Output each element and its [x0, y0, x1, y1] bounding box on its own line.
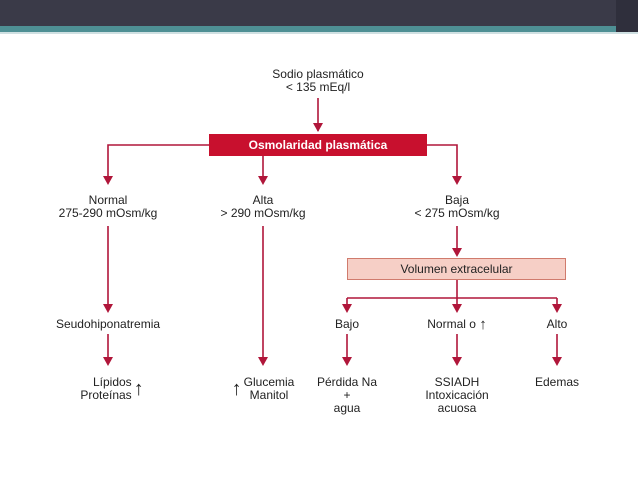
- node-ssiadh-line2: Intoxicación: [425, 388, 489, 402]
- node-sodio: Sodio plasmático < 135 mEq/l: [238, 68, 398, 94]
- arrowhead: [103, 176, 113, 185]
- node-lipidos-line1: Lípidos: [92, 375, 132, 389]
- arrowhead: [452, 248, 462, 257]
- header-band-teal: [0, 26, 638, 32]
- node-perdida-line3: agua: [333, 401, 361, 415]
- node-perdida-line2: +: [343, 388, 351, 402]
- node-seudo-label: Seudohiponatremia: [55, 317, 161, 331]
- arrow-osm-baja: [427, 144, 458, 183]
- arrowhead: [313, 123, 323, 132]
- node-normal-o: Normal o ↑: [407, 316, 507, 333]
- node-edemas-label: Edemas: [534, 375, 580, 389]
- node-osmolaridad-label: Osmolaridad plasmática: [248, 138, 388, 152]
- node-perdida-line1: Pérdida Na: [316, 375, 378, 389]
- node-lipidos: Lípidos Proteínas ↑: [72, 376, 152, 402]
- node-osmolaridad: Osmolaridad plasmática: [209, 134, 427, 156]
- node-bajo-label: Bajo: [334, 317, 360, 331]
- node-edemas: Edemas: [517, 376, 597, 389]
- arrowhead: [258, 357, 268, 366]
- node-ssiadh-line1: SSIADH: [434, 375, 480, 389]
- arrowhead: [452, 304, 462, 313]
- node-alto-label: Alto: [546, 317, 568, 331]
- header-band-corner: [616, 0, 638, 32]
- arrowhead: [452, 357, 462, 366]
- node-perdida: Pérdida Na + agua: [302, 376, 392, 415]
- node-alta: Alta > 290 mOsm/kg: [198, 194, 328, 220]
- node-ssiadh-line3: acuosa: [437, 401, 477, 415]
- arrowhead: [103, 304, 113, 313]
- node-glucemia-line2: Manitol: [249, 388, 289, 402]
- node-seudohiponatremia: Seudohiponatremia: [38, 318, 178, 331]
- up-arrow-icon: ↑: [133, 378, 144, 400]
- node-normal: Normal 275-290 mOsm/kg: [43, 194, 173, 220]
- arrowhead: [552, 304, 562, 313]
- node-baja-line1: Baja: [444, 193, 470, 207]
- arrowhead: [452, 176, 462, 185]
- arrowhead: [258, 176, 268, 185]
- up-arrow-icon: ↑: [231, 378, 242, 400]
- node-alto: Alto: [517, 318, 597, 331]
- node-lipidos-line2: Proteínas: [80, 388, 132, 402]
- node-normal-line1: Normal: [88, 193, 128, 207]
- node-sodio-line2: < 135 mEq/l: [285, 80, 351, 94]
- node-normal-o-label: Normal o: [427, 317, 476, 331]
- node-sodio-line1: Sodio plasmático: [272, 67, 364, 81]
- arrowhead: [552, 357, 562, 366]
- arrowhead: [103, 357, 113, 366]
- node-alta-line2: > 290 mOsm/kg: [220, 206, 306, 220]
- node-glucemia-line1: Glucemia: [243, 375, 295, 389]
- up-arrow-icon: ↑: [479, 316, 487, 333]
- node-volumen: Volumen extracelular: [347, 258, 566, 280]
- node-normal-line2: 275-290 mOsm/kg: [58, 206, 158, 220]
- node-baja: Baja < 275 mOsm/kg: [392, 194, 522, 220]
- node-ssiadh: SSIADH Intoxicación acuosa: [412, 376, 502, 415]
- arrowhead: [342, 357, 352, 366]
- node-alta-line1: Alta: [252, 193, 274, 207]
- node-baja-line2: < 275 mOsm/kg: [414, 206, 500, 220]
- node-glucemia: ↑ Glucemia Manitol: [218, 376, 308, 402]
- arrow-osm-normal: [107, 144, 209, 183]
- header-band-dark: [0, 0, 638, 26]
- node-bajo: Bajo: [307, 318, 387, 331]
- header-band-light: [0, 32, 638, 34]
- arrowhead: [342, 304, 352, 313]
- node-volumen-label: Volumen extracelular: [400, 262, 513, 276]
